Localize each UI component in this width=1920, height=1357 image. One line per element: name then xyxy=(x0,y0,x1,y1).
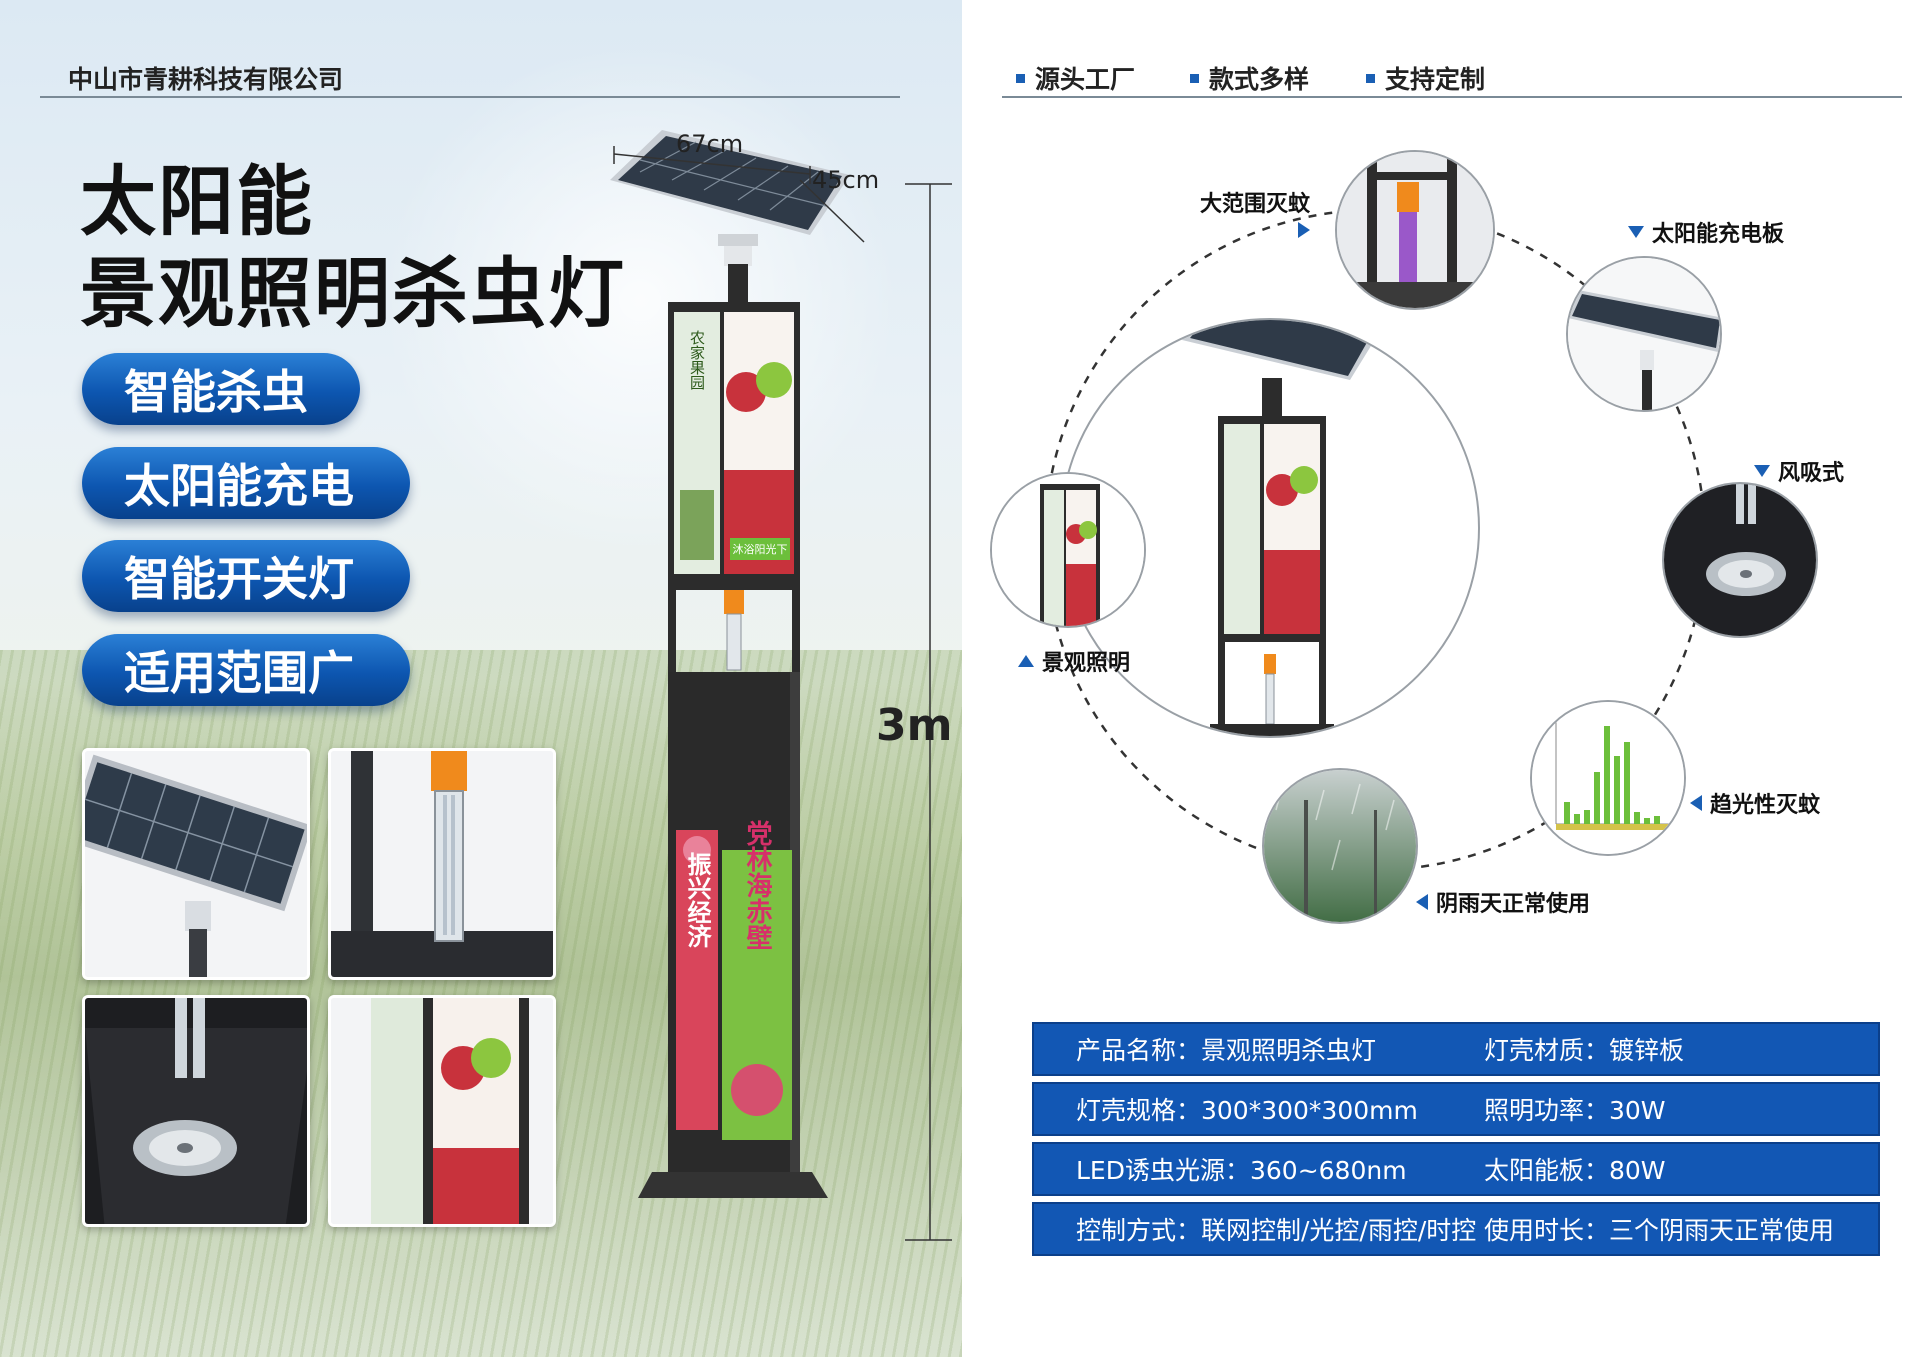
triangle-right-icon xyxy=(1298,222,1311,238)
callout-label: 阴雨天正常使用 xyxy=(1436,892,1591,917)
slogan-right-text: 党林海赤壁 xyxy=(742,820,772,950)
square-bullet-icon xyxy=(1366,73,1375,83)
insect-trap-cage xyxy=(668,582,800,672)
callout-wide-range: 大范围灭蚊 xyxy=(1200,186,1311,238)
circle-phototaxis xyxy=(1530,700,1686,856)
dimension-depth: 45cm xyxy=(812,166,880,194)
circle-wide-range xyxy=(1335,150,1495,310)
spec-row-4: 控制方式：联网控制/光控/雨控/时控 使用时长：三个阴雨天正常使用 xyxy=(1032,1202,1880,1256)
triangle-up-icon xyxy=(1018,655,1034,667)
triangle-left-icon xyxy=(1416,894,1428,910)
fan-chamber-image xyxy=(85,998,307,1224)
badge-customization: 支持定制 xyxy=(1366,60,1485,96)
spec-usage-duration: 使用时长：三个阴雨天正常使用 xyxy=(1484,1216,1835,1245)
spec-solar-panel: 太阳能板：80W xyxy=(1484,1156,1666,1185)
circle-rainy-days xyxy=(1262,768,1418,924)
badge-source-factory: 源头工厂 xyxy=(1016,60,1135,96)
spec-row-2: 灯壳规格：300*300*300mm 照明功率：30W xyxy=(1032,1082,1880,1136)
left-panel: 中山市青耕科技有限公司 太阳能 景观照明杀虫灯 智能杀虫 太阳能充电 智能开关灯… xyxy=(0,0,962,1357)
center-product-circle xyxy=(1060,318,1480,738)
base-plate xyxy=(638,1172,828,1198)
callout-label: 大范围灭蚊 xyxy=(1200,192,1311,217)
dimension-height: 3m xyxy=(876,700,953,751)
farm-fruit-text: 农家果园 xyxy=(688,330,706,390)
solar-panel-image xyxy=(1568,258,1720,410)
landscape-lighting-image xyxy=(992,474,1144,626)
callout-solar-panel: 太阳能充电板 xyxy=(1628,216,1784,248)
badge-label: 支持定制 xyxy=(1385,65,1486,94)
circle-solar-panel xyxy=(1566,256,1722,412)
title-line-2: 景观照明杀虫灯 xyxy=(80,249,626,338)
spec-row-1: 产品名称：景观照明杀虫灯 灯壳材质：镀锌板 xyxy=(1032,1022,1880,1076)
callout-label: 风吸式 xyxy=(1778,461,1845,486)
pole-body: 振兴经济 党林海赤壁 xyxy=(668,672,800,1177)
title-line-1: 太阳能 xyxy=(80,157,314,246)
spec-led-light-source: LED诱虫光源：360~680nm xyxy=(1076,1156,1407,1185)
company-name: 中山市青耕科技有限公司 xyxy=(68,65,344,94)
badge-label: 款式多样 xyxy=(1209,65,1310,94)
lightbox-panel-image xyxy=(331,998,553,1224)
square-bullet-icon xyxy=(1016,73,1025,83)
feature-pill-4: 适用范围广 xyxy=(82,634,410,706)
uv-tube-closeup-image xyxy=(331,751,553,977)
badge-various-styles: 款式多样 xyxy=(1190,60,1309,96)
callout-landscape-lighting: 景观照明 xyxy=(1018,645,1130,677)
lightbox: 农家果园 沐浴阳光下 xyxy=(668,302,800,582)
pole-top xyxy=(728,264,748,304)
triangle-down-icon xyxy=(1628,226,1644,238)
photo-fan-chamber xyxy=(82,995,310,1227)
spec-control-mode: 控制方式：联网控制/光控/雨控/时控 xyxy=(1076,1216,1477,1245)
dimension-lines xyxy=(613,146,952,1241)
spec-shell-material: 灯壳材质：镀锌板 xyxy=(1484,1036,1685,1065)
solar-panel-closeup-image xyxy=(85,751,307,977)
dimension-width: 67cm xyxy=(676,130,744,158)
spec-shell-size: 灯壳规格：300*300*300mm xyxy=(1076,1096,1418,1125)
header-rule xyxy=(40,96,900,98)
fan-suction-image xyxy=(1664,484,1816,636)
photo-solar-panel xyxy=(82,748,310,980)
phototaxis-spectrum-image xyxy=(1532,702,1684,854)
callout-fan-suction: 风吸式 xyxy=(1754,455,1844,487)
feature-pill-1: 智能杀虫 xyxy=(82,353,360,425)
feature-pill-2: 太阳能充电 xyxy=(82,447,410,519)
circle-landscape-lighting xyxy=(990,472,1146,628)
wide-range-image xyxy=(1337,152,1493,308)
header-rule xyxy=(1002,96,1902,98)
center-lamp-image xyxy=(1182,320,1382,736)
callout-rainy-days: 阴雨天正常使用 xyxy=(1416,886,1590,918)
photo-uv-tube xyxy=(328,748,556,980)
triangle-down-icon xyxy=(1754,465,1770,477)
rainy-day-image xyxy=(1264,770,1416,922)
landscape-lamp-illustration: 农家果园 沐浴阳光下 振兴经济 党林海赤壁 xyxy=(610,130,850,1198)
feature-pill-3: 智能开关灯 xyxy=(82,540,410,612)
sky-glow xyxy=(380,40,900,560)
spec-product-name: 产品名称：景观照明杀虫灯 xyxy=(1076,1036,1377,1065)
sunshine-text: 沐浴阳光下 xyxy=(733,542,788,556)
square-bullet-icon xyxy=(1190,73,1199,83)
triangle-left-icon xyxy=(1690,795,1702,811)
circle-fan-suction xyxy=(1662,482,1818,638)
slogan-left-text: 振兴经济 xyxy=(683,852,711,948)
callout-label: 趋光性灭蚊 xyxy=(1710,793,1821,818)
callout-label: 景观照明 xyxy=(1042,651,1131,676)
spec-lighting-power: 照明功率：30W xyxy=(1484,1096,1666,1125)
callout-phototaxis: 趋光性灭蚊 xyxy=(1690,787,1820,819)
spec-row-3: LED诱虫光源：360~680nm 太阳能板：80W xyxy=(1032,1142,1880,1196)
photo-lightbox-panel xyxy=(328,995,556,1227)
callout-label: 太阳能充电板 xyxy=(1652,222,1785,247)
badge-label: 源头工厂 xyxy=(1035,65,1136,94)
